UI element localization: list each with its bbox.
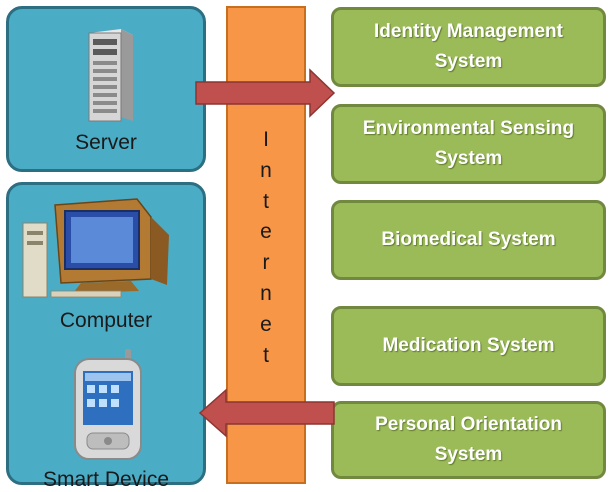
computer-label: Computer	[59, 309, 153, 332]
system-box-biomedical: Biomedical System	[331, 200, 606, 280]
internet-letter: t	[263, 343, 269, 367]
system-label: Environmental Sensing System	[362, 118, 575, 169]
arrow-right	[195, 68, 336, 118]
smartphone-icon	[74, 349, 142, 460]
client-devices-panel: Computer Smart Device	[6, 182, 206, 491]
server-panel: Server	[6, 6, 206, 172]
arrow-left	[198, 388, 335, 438]
system-box-medication: Medication System	[331, 306, 606, 386]
internet-letter: e	[260, 312, 272, 336]
internet-letter: r	[262, 251, 270, 275]
system-label: Biomedical System	[381, 229, 556, 250]
system-box-personal-orientation: Personal Orientation System	[331, 401, 606, 479]
internet-letter: e	[260, 220, 272, 244]
system-label: Medication System	[382, 335, 555, 356]
server-tower-icon	[88, 29, 133, 122]
internet-letter: t	[263, 189, 269, 213]
internet-letter: n	[260, 281, 272, 305]
internet-letter: I	[263, 128, 269, 151]
smart-device-label: Smart Device	[42, 468, 170, 491]
server-label: Server	[75, 131, 137, 154]
system-label: Personal Orientation System	[375, 414, 562, 465]
system-box-environmental-sensing: Environmental Sensing System	[331, 104, 606, 184]
system-box-identity-management: Identity Management System	[331, 7, 606, 87]
internet-label: I n t e r n e t	[228, 125, 304, 371]
system-label: Identity Management System	[374, 21, 563, 72]
internet-letter: n	[260, 158, 272, 182]
desktop-computer-icon	[22, 198, 169, 298]
